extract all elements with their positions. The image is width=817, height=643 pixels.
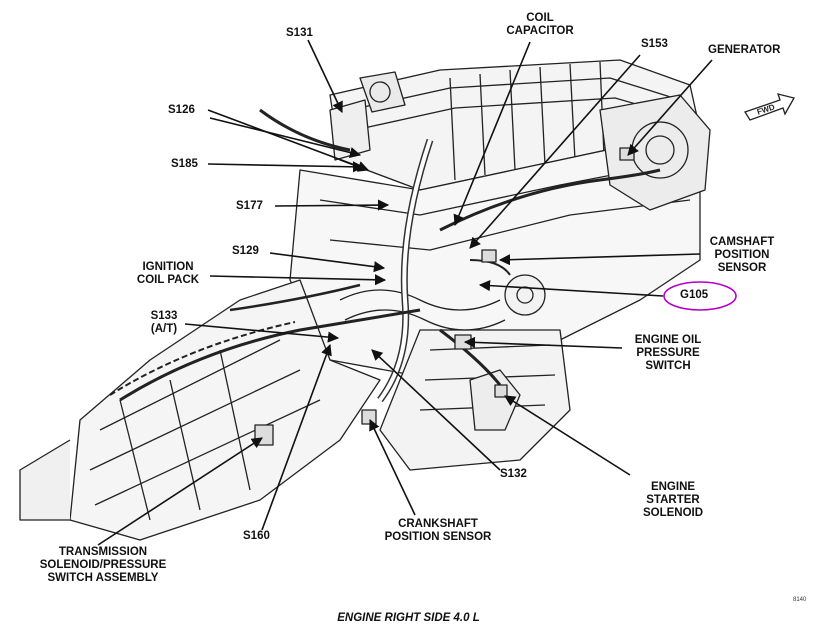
label-starter-line3: SOLENOID bbox=[642, 507, 704, 519]
label-camshaft-position-sensor: CAMSHAFT POSITION SENSOR bbox=[697, 236, 787, 275]
leader-lines bbox=[97, 39, 713, 546]
label-crankshaft-position-sensor: CRANKSHAFT POSITION SENSOR bbox=[368, 518, 508, 544]
label-transmission-solenoid: TRANSMISSION SOLENOID/PRESSURE SWITCH AS… bbox=[28, 546, 178, 585]
label-s153: S153 bbox=[641, 38, 668, 50]
label-coil-capacitor-line2: CAPACITOR bbox=[506, 25, 574, 37]
label-engine-starter-solenoid: ENGINE STARTER SOLENOID bbox=[628, 481, 718, 520]
label-coil-capacitor: COIL CAPACITOR bbox=[500, 12, 580, 38]
label-camshaft-line2: POSITION bbox=[714, 249, 770, 261]
label-trans-line2: SOLENOID/PRESSURE bbox=[39, 559, 167, 571]
label-s132: S132 bbox=[500, 468, 527, 480]
label-starter-line1: ENGINE bbox=[650, 481, 696, 493]
label-engine-oil-pressure-switch: ENGINE OIL PRESSURE SWITCH bbox=[618, 334, 718, 373]
engine-illustration bbox=[19, 59, 711, 541]
label-s126: S126 bbox=[168, 104, 195, 116]
figure-code: 8140 bbox=[793, 597, 807, 603]
label-s133-line2: (A/T) bbox=[150, 323, 178, 335]
label-ignition-line2: COIL PACK bbox=[136, 274, 200, 286]
label-camshaft-line1: CAMSHAFT bbox=[709, 236, 775, 248]
label-crank-line2: POSITION SENSOR bbox=[384, 531, 492, 543]
diagram-caption: ENGINE RIGHT SIDE 4.0 L bbox=[337, 612, 480, 624]
label-camshaft-line3: SENSOR bbox=[717, 262, 767, 274]
label-ignition-coil-pack: IGNITION COIL PACK bbox=[118, 261, 218, 287]
label-s185: S185 bbox=[171, 158, 198, 170]
label-s160: S160 bbox=[243, 530, 270, 542]
label-ignition-line1: IGNITION bbox=[142, 261, 194, 273]
label-crank-line1: CRANKSHAFT bbox=[398, 518, 478, 530]
fwd-arrow-icon: FWD bbox=[744, 93, 795, 121]
label-s133: S133 (A/T) bbox=[142, 310, 186, 336]
label-starter-line2: STARTER bbox=[646, 494, 700, 506]
label-oil-line3: SWITCH bbox=[645, 360, 691, 372]
label-generator: GENERATOR bbox=[708, 44, 781, 56]
g105-highlight-ellipse bbox=[663, 281, 737, 311]
label-trans-line1: TRANSMISSION bbox=[58, 546, 148, 558]
label-s133-line1: S133 bbox=[150, 310, 178, 322]
label-coil-capacitor-line1: COIL bbox=[526, 12, 554, 24]
label-trans-line3: SWITCH ASSEMBLY bbox=[47, 572, 159, 584]
label-s131: S131 bbox=[286, 27, 313, 39]
label-oil-line1: ENGINE OIL bbox=[634, 334, 702, 346]
label-s177: S177 bbox=[236, 200, 263, 212]
label-oil-line2: PRESSURE bbox=[636, 347, 700, 359]
label-g105: G105 bbox=[680, 289, 709, 301]
label-s129: S129 bbox=[232, 245, 259, 257]
